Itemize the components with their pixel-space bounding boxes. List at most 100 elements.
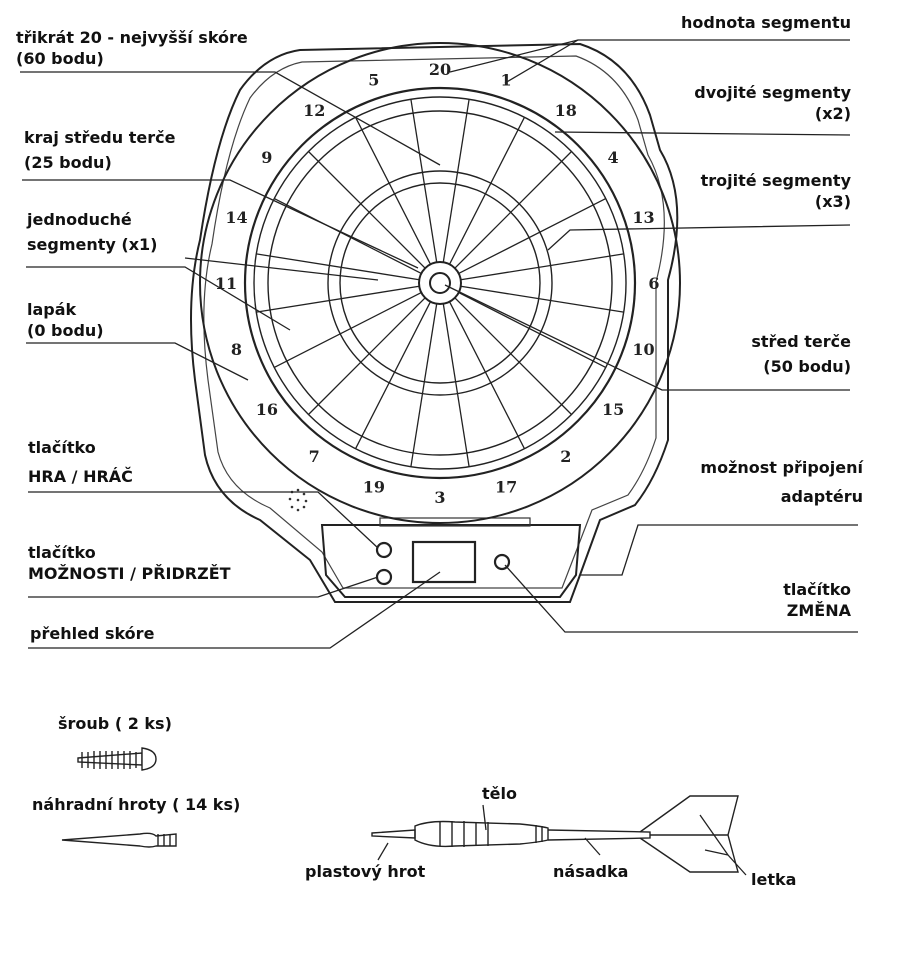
label-outer-bull-line2: (25 bodu) (24, 153, 112, 172)
leader-line (28, 491, 379, 549)
label-adapter: možnost připojení adaptéru (700, 457, 863, 507)
board-number: 10 (632, 340, 654, 359)
board-outer-edge (199, 42, 681, 524)
label-triple-20: třikrát 20 - nejvyšší skóre (60 bodu) (16, 27, 248, 69)
segment-divider (308, 297, 426, 415)
game-player-button (375, 541, 393, 559)
double-ring-outer (253, 96, 627, 470)
board-number: 15 (602, 400, 624, 419)
label-game-player-line1: tlačítko (28, 438, 96, 457)
label-screw-line1: šroub ( 2 ks) (58, 714, 172, 733)
label-barrel-line1: tělo (482, 784, 517, 803)
triple-ring-outer (327, 170, 553, 396)
leader-line (504, 39, 579, 84)
leader-line (584, 837, 601, 856)
label-barrel: tělo (482, 783, 517, 804)
label-score-display-line1: přehled skóre (30, 624, 155, 643)
leader-line (704, 849, 729, 856)
board-number: 5 (368, 70, 379, 89)
leader-line (28, 576, 379, 598)
label-single-line1: jednoduché (27, 210, 132, 229)
label-triple-20-line1: třikrát 20 - nejvyšší skóre (16, 28, 248, 47)
label-bullseye-line1: střed terče (751, 332, 851, 351)
segment-divider (273, 197, 422, 275)
label-outer-bull-line1: kraj středu terče (24, 128, 176, 147)
label-segment-value: hodnota segmentu (681, 12, 851, 33)
label-spare-tips: náhradní hroty ( 14 ks) (32, 794, 240, 815)
label-catch-ring-line1: lapák (27, 300, 77, 319)
label-catch-ring-line2: (0 bodu) (27, 321, 104, 340)
board-number: 19 (363, 478, 385, 497)
board-number: 18 (555, 101, 577, 120)
label-bullseye: střed terče (50 bodu) (751, 331, 851, 377)
segment-divider (442, 99, 470, 263)
board-number: 14 (225, 208, 247, 227)
leader-line (377, 842, 389, 861)
label-adapter-line1: možnost připojení (700, 458, 863, 477)
segment-divider (460, 285, 624, 313)
segment-divider (354, 301, 432, 450)
label-score-display: přehled skóre (30, 623, 154, 644)
label-shaft-line1: násadka (553, 862, 629, 881)
segment-divider (460, 253, 624, 281)
label-change-line2: ZMĚNA (786, 601, 851, 620)
segment-divider (442, 303, 470, 467)
leader-line (28, 571, 441, 649)
score-display-screen (411, 540, 477, 584)
leader-line (26, 342, 249, 381)
board-number: 6 (648, 274, 659, 293)
segment-divider (256, 285, 420, 313)
triple-ring-inner (339, 182, 541, 384)
label-adapter-line2: adaptéru (780, 487, 863, 506)
board-number: 8 (231, 340, 242, 359)
board-number: 11 (215, 274, 237, 293)
segment-divider (410, 99, 438, 263)
leader-line (504, 564, 858, 633)
label-triple-segments: trojité segmenty (x3) (701, 170, 851, 212)
bullseye (429, 272, 451, 294)
segment-divider (273, 291, 422, 369)
leader-line (22, 179, 419, 269)
options-hold-button (375, 568, 393, 586)
board-number: 16 (256, 400, 278, 419)
label-change-line1: tlačítko (783, 580, 851, 599)
board-number: 4 (608, 148, 619, 167)
board-number: 9 (261, 148, 272, 167)
board-number: 2 (560, 447, 571, 466)
label-flight: letka (751, 869, 796, 890)
label-shaft: násadka (553, 861, 628, 882)
label-game-player-line2: HRA / HRÁČ (28, 467, 133, 486)
label-screw: šroub ( 2 ks) (58, 713, 172, 734)
label-options-hold-line1: tlačítko (28, 543, 96, 562)
label-single-line2: segmenty (x1) (27, 235, 158, 254)
board-number: 7 (309, 447, 320, 466)
spare-tip-drawing (61, 832, 177, 848)
segment-divider (354, 116, 432, 265)
label-plastic-tip-line1: plastový hrot (305, 862, 426, 881)
change-button (493, 553, 511, 571)
leader-line (554, 131, 851, 136)
label-change-button: tlačítko ZMĚNA (783, 579, 851, 621)
board-number: 3 (434, 488, 445, 507)
segment-divider (458, 197, 607, 275)
leader-line (482, 804, 487, 831)
label-spare-tips-line1: náhradní hroty ( 14 ks) (32, 795, 241, 814)
label-game-player-button: tlačítko HRA / HRÁČ (28, 437, 133, 487)
label-outer-bull: kraj středu terče (25 bodu) (24, 127, 175, 173)
label-triple-line1: trojité segmenty (700, 171, 851, 190)
segment-divider (256, 253, 420, 281)
label-double-line2: (x2) (814, 104, 851, 123)
leader-line (580, 524, 858, 576)
label-options-hold-button: tlačítko MOŽNOSTI / PŘIDRZĚT (28, 542, 231, 584)
segment-divider (454, 151, 572, 269)
board-number: 17 (495, 478, 517, 497)
board-number: 12 (303, 101, 325, 120)
board-number: 13 (632, 208, 654, 227)
leader-line (699, 814, 747, 876)
label-flight-line1: letka (751, 870, 797, 889)
label-catch-ring: lapák (0 bodu) (27, 299, 104, 341)
label-triple-20-line2: (60 bodu) (16, 49, 104, 68)
board-cabinet (190, 42, 679, 603)
panel-top-strip (379, 517, 531, 527)
